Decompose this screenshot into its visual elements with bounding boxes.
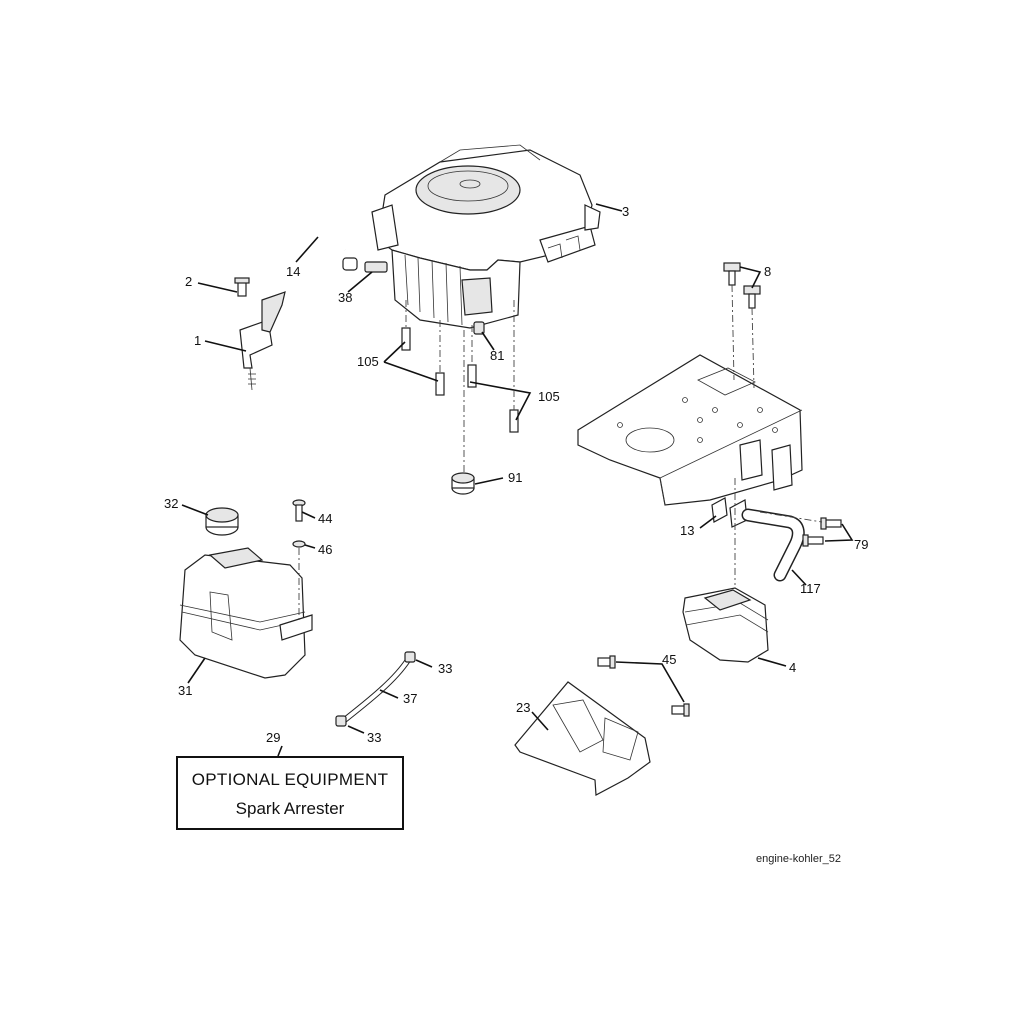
pulley-91 <box>451 330 504 495</box>
leader-29 <box>277 745 283 757</box>
callout-4: 4 <box>789 660 796 675</box>
fuel-line-14 <box>269 228 346 263</box>
callout-13: 13 <box>680 523 694 538</box>
callout-46: 46 <box>318 542 332 557</box>
callout-79: 79 <box>854 537 868 552</box>
callout-45: 45 <box>662 652 676 667</box>
callout-2: 2 <box>185 274 192 289</box>
callout-33-top: 33 <box>438 661 452 676</box>
engine <box>371 144 623 329</box>
fuel-tank-31 <box>179 547 313 684</box>
exhaust-pipe-117 <box>741 508 807 586</box>
screw-2 <box>197 277 250 297</box>
fuel-cap-32 <box>181 504 239 536</box>
muffler-4 <box>682 587 787 667</box>
callout-91: 91 <box>508 470 522 485</box>
callout-81: 81 <box>490 348 504 363</box>
callout-29: 29 <box>266 730 280 745</box>
heat-shield-23 <box>514 681 651 796</box>
callout-105-right: 105 <box>538 389 560 404</box>
callout-31: 31 <box>178 683 192 698</box>
optional-equipment-title: OPTIONAL EQUIPMENT <box>191 770 389 789</box>
callout-3: 3 <box>622 204 629 219</box>
frame-plate <box>577 354 803 506</box>
callout-8: 8 <box>764 264 771 279</box>
nut-81 <box>473 321 495 351</box>
fuel-hose-37 <box>340 658 411 725</box>
callout-1: 1 <box>194 333 201 348</box>
callout-44: 44 <box>318 511 332 526</box>
callout-23: 23 <box>516 700 530 715</box>
callout-14: 14 <box>286 264 300 279</box>
exhaust-gasket-13 <box>699 478 748 585</box>
callout-105-left: 105 <box>357 354 379 369</box>
optional-equipment-subtitle: Spark Arrester <box>235 799 345 818</box>
callout-37: 37 <box>403 691 417 706</box>
callout-32: 32 <box>164 496 178 511</box>
throttle-control-1 <box>204 291 286 391</box>
bolts-45 <box>597 655 690 717</box>
callout-38: 38 <box>338 290 352 305</box>
clamp-33-top <box>404 651 433 668</box>
engine-bolts-105 <box>383 300 532 433</box>
bolts-8 <box>723 262 762 389</box>
figure-id: engine-kohler_52 <box>756 853 842 865</box>
optional-equipment-box: OPTIONAL EQUIPMENT Spark Arrester <box>176 756 404 830</box>
clamp-33-bottom <box>335 715 365 734</box>
callout-33-bottom: 33 <box>367 730 381 745</box>
screw-44 <box>292 499 316 522</box>
callout-117: 117 <box>800 581 821 596</box>
bolts-79 <box>759 511 854 547</box>
washer-46 <box>292 540 316 620</box>
fitting-38 <box>342 257 388 293</box>
